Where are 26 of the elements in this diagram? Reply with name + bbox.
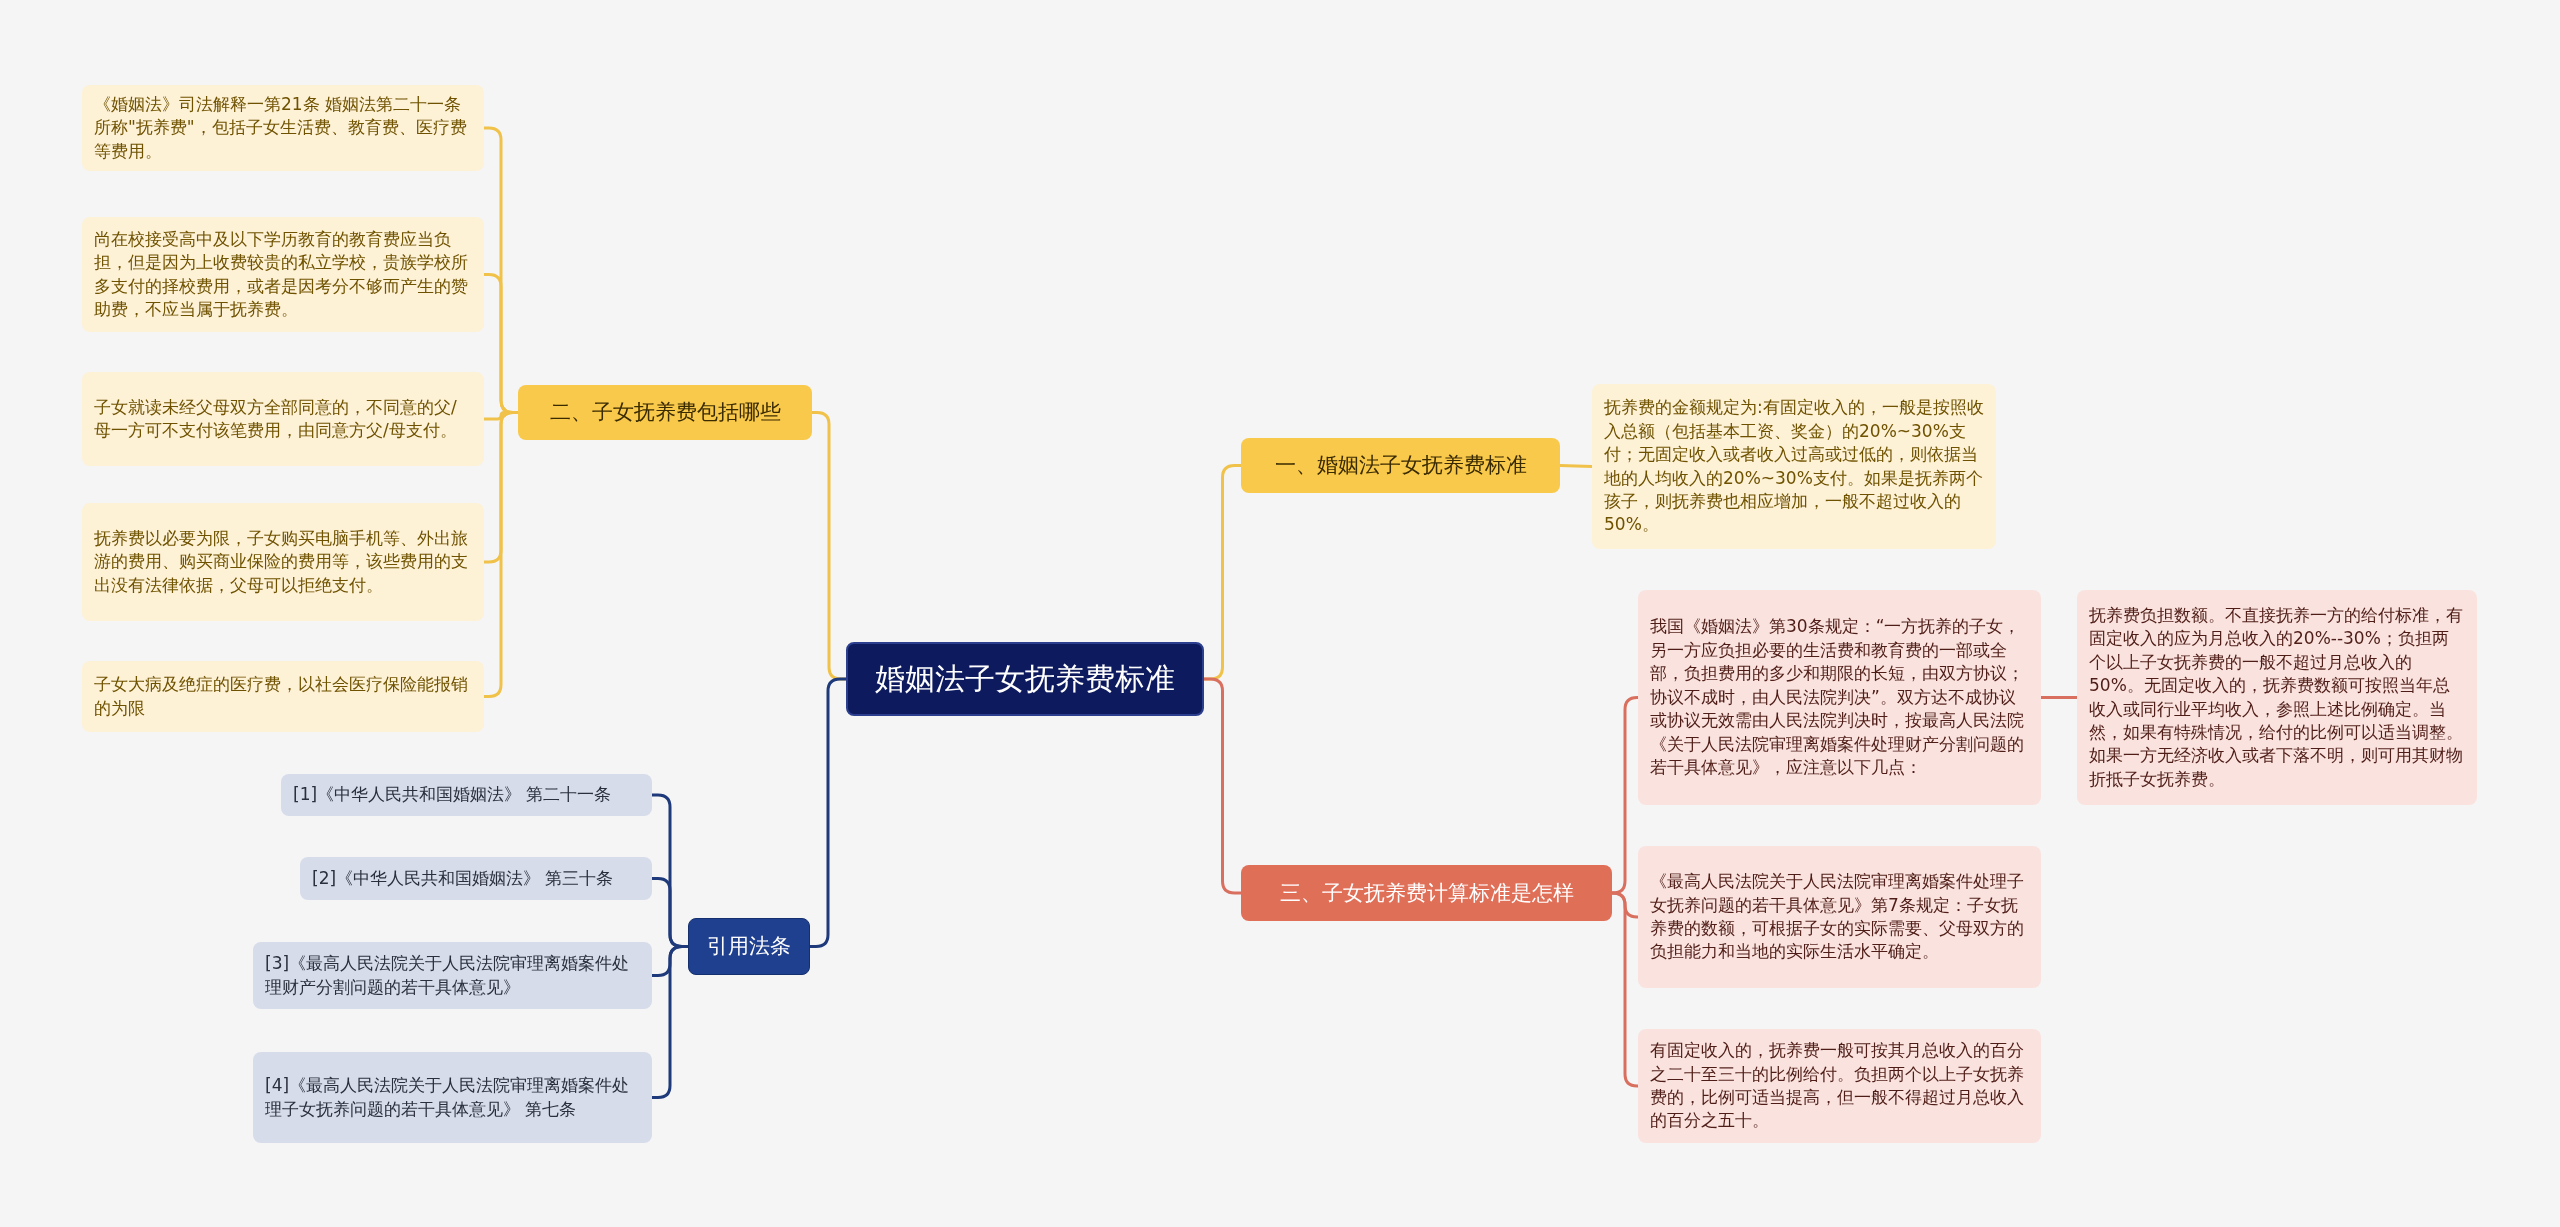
connector-line bbox=[1611, 891, 1639, 1088]
central-topic: 婚姻法子女抚养费标准 bbox=[846, 642, 1204, 716]
topic-box: 二、子女抚养费包括哪些 bbox=[518, 385, 812, 440]
note-box: 抚养费负担数额。不直接抚养一方的给付标准，有固定收入的应为月总收入的20%--30%；负担两个以上子女抚养费的一般不超过月总收入的50%。无固定收入的，抚养费数额可按照当年总收入或同行业平均收入，参照上述比例确定。当然，如果有特殊情况，给付的比例可以适当调整。如果一方无经济收入或者下落不明，则可用其财物折抵子女抚养费。 bbox=[2077, 590, 2477, 805]
connector-line bbox=[1204, 677, 1241, 895]
connector-line bbox=[1559, 464, 1593, 468]
note-box: 《婚姻法》司法解释一第21条 婚姻法第二十一条所称"抚养费"，包括子女生活费、教育费、医疗费等费用。 bbox=[82, 85, 484, 171]
reference-box: [4]《最高人民法院关于人民法院审理离婚案件处理子女抚养问题的若干具体意见》 第七条 bbox=[253, 1052, 652, 1143]
reference-box: [2]《中华人民共和国婚姻法》 第三十条 bbox=[300, 857, 652, 900]
connector-line bbox=[1611, 696, 1639, 895]
note-box: 子女就读未经父母双方全部同意的，不同意的父/母一方可不支付该笔费用，由同意方父/母支付。 bbox=[82, 372, 484, 466]
note-box: 尚在校接受高中及以下学历教育的教育费应当负担，但是因为上收费较贵的私立学校，贵族学校所多支付的择校费用，或者是因考分不够而产生的赞助费，不应当属于抚养费。 bbox=[82, 217, 484, 332]
note-box: 抚养费以必要为限，子女购买电脑手机等、外出旅游的费用、购买商业保险的费用等，该些费用的支出没有法律依据，父母可以拒绝支付。 bbox=[82, 503, 484, 621]
topic-box: 一、婚姻法子女抚养费标准 bbox=[1241, 438, 1560, 493]
note-box: 我国《婚姻法》第30条规定：“一方抚养的子女，另一方应负担必要的生活费和教育费的一部或全部，负担费用的多少和期限的长短，由双方协议；协议不成时，由人民法院判决”。双方达不成协议或协议无效需由人民法院判决时，按最高人民法院《关于人民法院审理离婚案件处理财产分割问题的若干具体意见》，应注意以下几点： bbox=[1638, 590, 2041, 805]
topic-box: 引用法条 bbox=[688, 918, 810, 975]
note-box: 子女大病及绝症的医疗费，以社会医疗保险能报销的为限 bbox=[82, 661, 484, 732]
connector-line bbox=[2041, 696, 2077, 699]
note-box: 《最高人民法院关于人民法院审理离婚案件处理子女抚养问题的若干具体意见》第7条规定：子女抚养费的数额，可根据子女的实际需要、父母双方的负担能力和当地的实际生活水平确定。 bbox=[1638, 846, 2041, 988]
note-box: 抚养费的金额规定为:有固定收入的，一般是按照收入总额（包括基本工资、奖金）的20%~30%支付；无固定收入或者收入过高或过低的，则依据当地的人均收入的20%~30%支付。如果是抚养两个孩子，则抚养费也相应增加，一般不超过收入的50%。 bbox=[1592, 384, 1996, 549]
reference-box: [1]《中华人民共和国婚姻法》 第二十一条 bbox=[281, 774, 652, 816]
reference-box: [3]《最高人民法院关于人民法院审理离婚案件处理财产分割问题的若干具体意见》 bbox=[253, 942, 652, 1009]
topic-box: 三、子女抚养费计算标准是怎样 bbox=[1241, 865, 1612, 921]
connector-line bbox=[810, 677, 846, 948]
note-box: 有固定收入的，抚养费一般可按其月总收入的百分之二十至三十的比例给付。负担两个以上子女抚养费的，比例可适当提高，但一般不得超过月总收入的百分之五十。 bbox=[1638, 1029, 2041, 1143]
connector-line bbox=[652, 945, 688, 1099]
